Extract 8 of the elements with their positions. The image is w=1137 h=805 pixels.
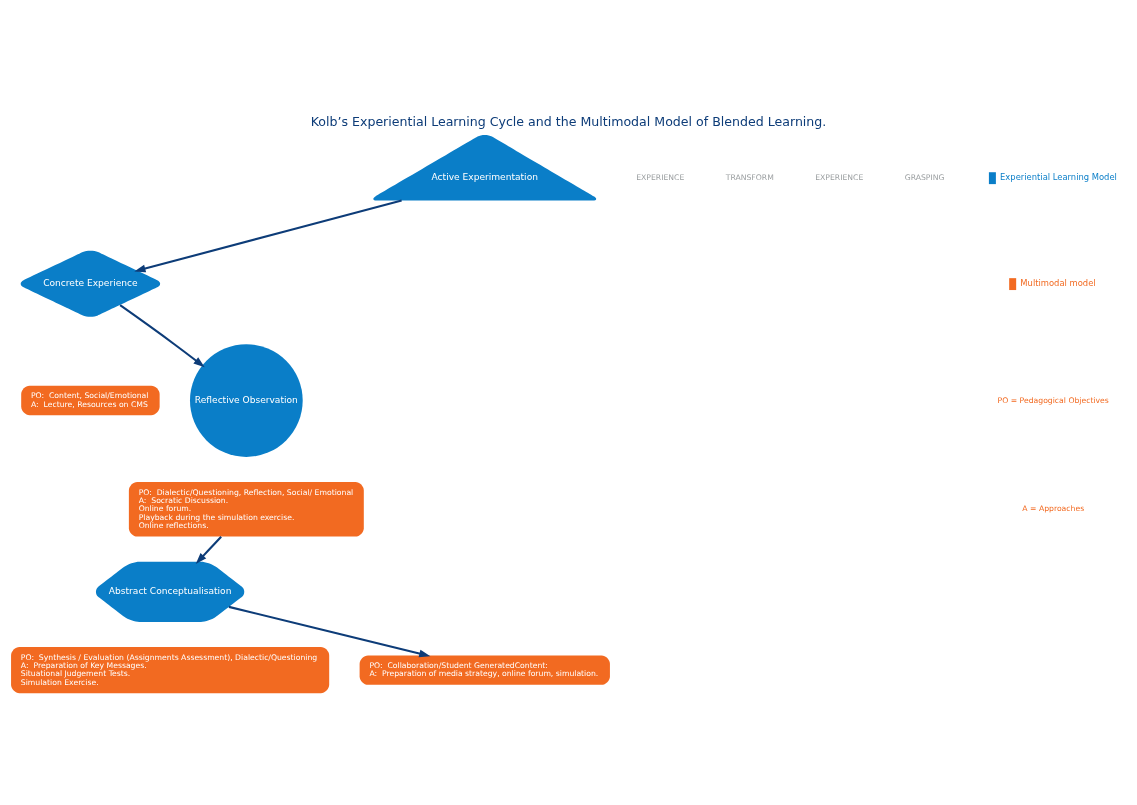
legend-label: Multimodal model [1020, 277, 1096, 288]
arrow [195, 535, 222, 564]
node-ellipse: Abstract Conceptualisation [95, 561, 245, 622]
legend-label: Experiential Learning Model [1000, 171, 1117, 182]
arrow [228, 605, 431, 657]
arrow [119, 303, 205, 367]
arrow [134, 199, 402, 272]
diagram-title: Kolb’s Experiential Learning Cycle and the Multimodal Model of Blended Learning. [310, 113, 827, 129]
